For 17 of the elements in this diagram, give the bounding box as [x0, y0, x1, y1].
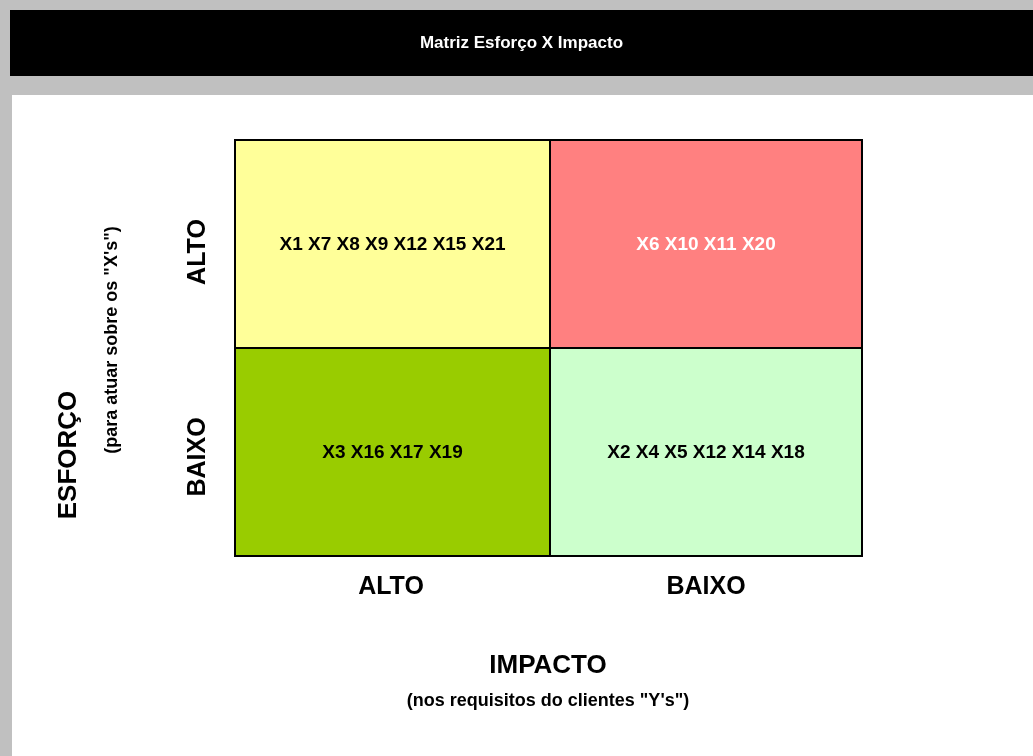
cell-text: X3 X16 X17 X19	[322, 441, 463, 463]
cell-text: X1 X7 X8 X9 X12 X15 X21	[279, 233, 506, 255]
quadrant-cell	[549, 139, 863, 349]
axis-title: IMPACTO	[489, 648, 607, 680]
cell-text: X6 X10 X11 X20	[636, 233, 776, 255]
axis-subtitle: (para atuar sobre os "X's")	[100, 226, 122, 454]
cell-text: X2 X4 X5 X12 X14 X18	[607, 441, 805, 463]
column-label: BAIXO	[666, 570, 746, 600]
axis-title: ESFORÇO	[51, 390, 83, 520]
quadrant-cell	[549, 347, 863, 557]
row-label: BAIXO	[181, 417, 211, 497]
title: Matriz Esforço X Impacto	[419, 33, 624, 53]
axis-subtitle: (nos requisitos do clientes "Y's")	[406, 689, 690, 711]
column-label: ALTO	[358, 570, 424, 600]
quadrant-cell	[234, 347, 551, 557]
row-label: ALTO	[181, 219, 211, 285]
quadrant-cell	[234, 139, 551, 349]
